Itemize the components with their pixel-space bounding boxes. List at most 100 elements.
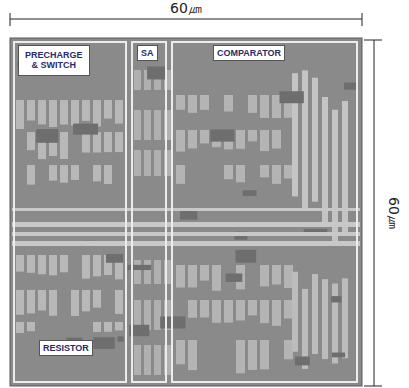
transistor-cell (27, 100, 35, 121)
block-label: COMPARATOR (213, 45, 285, 61)
transistor-cell (235, 250, 256, 263)
transistor-cell (144, 150, 151, 176)
transistor-cell (188, 265, 197, 287)
transistor-cell (236, 340, 245, 373)
transistor-cell (134, 70, 141, 90)
transistor-cell (332, 283, 338, 363)
metal-bus (12, 208, 360, 211)
transistor-cell (272, 165, 281, 184)
transistor-cell (27, 322, 35, 331)
transistor-cell (212, 300, 221, 323)
transistor-cell (295, 356, 310, 365)
transistor-cell (93, 290, 101, 308)
transistor-cell (154, 300, 161, 330)
block-label: SA (137, 45, 158, 61)
block-label: RESISTOR (43, 343, 89, 353)
transistor-cell (134, 345, 141, 375)
transistor-cell (260, 340, 269, 369)
transistor-cell (93, 337, 115, 349)
transistor-cell (104, 100, 112, 119)
transistor-cell (115, 100, 123, 124)
circuit-region: COMPARATOR (171, 41, 358, 383)
transistor-cell (16, 290, 24, 315)
transistor-cell (272, 130, 281, 149)
transistor-cell (200, 130, 209, 143)
transistor-cell (188, 340, 197, 370)
transistor-cell (93, 132, 101, 153)
transistor-cell (71, 165, 79, 180)
transistor-cell (71, 290, 79, 316)
transistor-cell (60, 100, 68, 125)
transistor-cell (27, 255, 35, 273)
transistor-cell (312, 78, 318, 202)
transistor-cell (272, 265, 281, 284)
transistor-cell (118, 336, 124, 341)
transistor-cell (115, 132, 123, 152)
dimension-label: 60㎛ (384, 195, 402, 231)
transistor-cell (188, 130, 197, 148)
transistor-cell (284, 265, 293, 288)
transistor-cell (93, 255, 101, 276)
transistor-cell (342, 101, 348, 233)
transistor-cell (104, 132, 112, 152)
transistor-cell (176, 165, 185, 184)
transistor-cell (210, 129, 234, 141)
transistor-cell (38, 255, 46, 274)
transistor-cell (49, 165, 57, 181)
transistor-cell (248, 95, 257, 113)
transistor-cell (212, 265, 221, 291)
transistor-cell (60, 132, 68, 159)
transistor-cell (224, 300, 233, 323)
transistor-cell (106, 254, 123, 263)
dimension-label: 60㎛ (168, 0, 204, 18)
transistor-cell (260, 95, 269, 118)
transistor-cell (134, 150, 141, 176)
transistor-cell (224, 165, 233, 179)
transistor-cell (284, 340, 293, 359)
transistor-cell (82, 100, 90, 121)
transistor-cell (16, 255, 24, 272)
block-label: PRECHARGE & SWITCH (18, 45, 90, 76)
transistor-cell (236, 165, 245, 182)
chip-die (10, 38, 362, 386)
transistor-cell (260, 265, 269, 286)
transistor-cell (260, 300, 269, 323)
transistor-cell (38, 100, 46, 124)
transistor-cell (248, 340, 257, 370)
transistor-cell (16, 100, 24, 129)
transistor-cell (176, 95, 185, 110)
transistor-cell (322, 279, 328, 359)
dimension-line (10, 13, 382, 386)
transistor-cell (134, 260, 141, 284)
transistor-cell (188, 95, 197, 113)
transistor-cell (312, 274, 318, 354)
transistor-cell (322, 97, 328, 224)
transistor-cell (236, 130, 245, 149)
transistor-cell (93, 165, 101, 181)
transistor-cell (49, 100, 57, 127)
transistor-cell (104, 165, 112, 184)
transistor-cell (248, 300, 257, 315)
transistor-cell (49, 290, 57, 316)
transistor-cell (284, 300, 293, 319)
transistor-cell (154, 150, 161, 176)
transistor-cell (200, 265, 209, 281)
transistor-cell (226, 273, 243, 281)
transistor-cell (104, 322, 112, 332)
transistor-cell (82, 132, 90, 153)
transistor-cell (292, 272, 298, 352)
transistor-cell (272, 300, 281, 326)
transistor-cell (176, 265, 185, 288)
transistor-cell (38, 290, 46, 311)
transistor-cell (60, 165, 68, 183)
transistor-cell (82, 290, 90, 311)
transistor-cell (236, 300, 245, 320)
transistor-cell (36, 129, 58, 143)
transistor-cell (200, 95, 209, 110)
transistor-cell (154, 260, 161, 284)
transistor-cell (302, 70, 308, 208)
transistor-cell (332, 353, 345, 358)
transistor-cell (176, 340, 185, 364)
transistor-cell (243, 190, 257, 196)
metal-bus (12, 232, 360, 236)
